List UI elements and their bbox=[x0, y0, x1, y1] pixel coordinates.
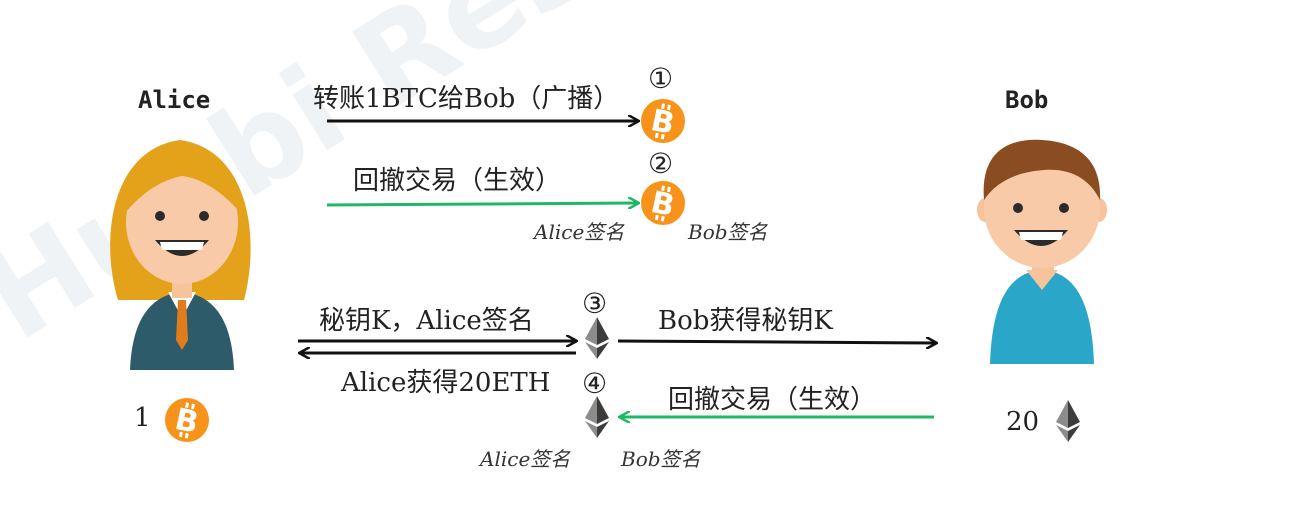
step-marker-3: ③ bbox=[582, 287, 608, 320]
step4-alice-signature: Alice签名 bbox=[480, 447, 571, 471]
bob-balance: 20 bbox=[1006, 407, 1040, 437]
alice-name: Alice bbox=[138, 86, 211, 114]
step-marker-2: ② bbox=[648, 147, 674, 180]
step-marker-1: ① bbox=[648, 62, 674, 95]
bitcoin-icon bbox=[639, 97, 687, 145]
step3-label-left: 秘钥K，Alice签名 bbox=[319, 306, 534, 336]
step4-bob-signature: Bob签名 bbox=[621, 447, 701, 471]
arrow-step3-to-bob bbox=[617, 341, 936, 343]
bob-name: Bob bbox=[1005, 86, 1049, 114]
alice-balance: 1 bbox=[134, 403, 151, 433]
step-marker-4: ④ bbox=[582, 367, 608, 400]
step3-label-right: Bob获得秘钥K bbox=[658, 306, 833, 336]
step2-bob-signature: Bob签名 bbox=[688, 220, 768, 244]
ethereum-icon bbox=[585, 317, 609, 359]
step1-label: 转账1BTC给Bob（广播） bbox=[313, 84, 620, 114]
step2-alice-signature: Alice签名 bbox=[534, 220, 625, 244]
ethereum-icon bbox=[585, 396, 609, 438]
bitcoin-icon bbox=[163, 396, 211, 444]
step4-label: 回撤交易（生效） bbox=[668, 385, 877, 415]
arrow-step2 bbox=[326, 203, 638, 205]
step2-label: 回撤交易（生效） bbox=[353, 166, 562, 196]
bob-avatar bbox=[977, 139, 1107, 364]
bitcoin-icon bbox=[639, 179, 687, 227]
step3-label-return: Alice获得20ETH bbox=[341, 368, 551, 398]
ethereum-icon bbox=[1056, 400, 1080, 442]
alice-avatar bbox=[110, 140, 251, 370]
